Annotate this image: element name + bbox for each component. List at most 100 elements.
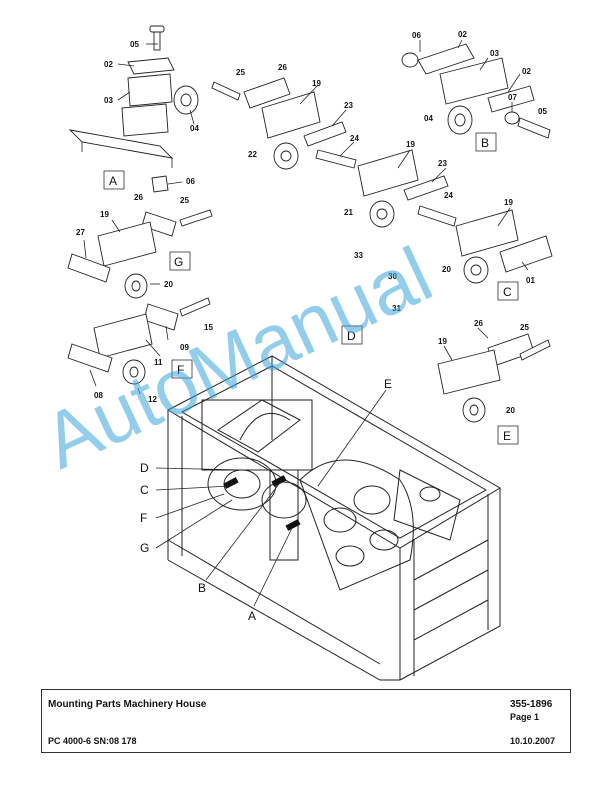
callout-04b: 04: [424, 114, 433, 123]
plate-02c: [487, 85, 535, 113]
plate-23b: [403, 175, 449, 201]
callout-20c: 20: [506, 406, 515, 415]
view-box-f: [171, 359, 193, 379]
group-middle-top: 25 26 19 23 24 22: [211, 63, 359, 170]
group-a: 05 02 03 04 06 A: [68, 25, 199, 193]
plate-08: [67, 343, 113, 373]
callout-11: 11: [154, 358, 163, 367]
callout-03: 03: [104, 96, 113, 105]
bolt-25a: [211, 81, 241, 101]
callout-03b: 03: [490, 49, 499, 58]
group-c: 19 23 24 21 19 20 01 C: [344, 140, 553, 301]
nut-06a: [151, 175, 169, 193]
callout-04: 04: [190, 124, 199, 133]
callout-02c: 02: [522, 67, 531, 76]
exploded-parts-diagram: 05 02 03 04 06 A 06 02 03 02 07 05 04 B: [30, 25, 553, 681]
callout-21: 21: [344, 208, 353, 217]
plate-27: [67, 253, 111, 283]
plate-02: [127, 57, 175, 75]
bolt-25c: [519, 339, 551, 361]
title-block: Mounting Parts Machinery House 355-1896 …: [41, 689, 571, 753]
callout-19b: 19: [406, 140, 415, 149]
clamp-19b: [357, 149, 419, 197]
washer-07: [504, 111, 520, 125]
callout-25b: 25: [180, 196, 189, 205]
bolt-05b: [517, 117, 551, 139]
callout-05: 05: [130, 40, 139, 49]
view-box-d: [341, 325, 363, 345]
nut-06b: [401, 52, 419, 68]
callout-09: 09: [180, 343, 189, 352]
callout-27: 27: [76, 228, 85, 237]
group-e: 26 25 19 20 E: [437, 319, 551, 445]
clamp-half-03-upper: [127, 73, 173, 107]
view-box-c: [497, 281, 519, 301]
clamp-half-03-lower: [121, 103, 169, 137]
revision-date: 10.10.2007: [510, 736, 556, 746]
view-box-g: [169, 251, 191, 271]
view-box-b: [475, 132, 497, 152]
callout-23a: 23: [344, 101, 353, 110]
callout-08: 08: [94, 391, 103, 400]
callout-24b: 24: [444, 191, 453, 200]
leader-label-a: A: [248, 609, 256, 623]
view-label-b: B: [481, 136, 489, 150]
callout-12: 12: [148, 395, 157, 404]
view-box-a: [103, 170, 125, 190]
view-label-g: G: [174, 255, 183, 269]
bolt-24b: [417, 205, 457, 227]
callout-26c: 26: [474, 319, 483, 328]
page-number: Page 1: [510, 712, 540, 722]
callout-24a: 24: [350, 134, 359, 143]
machinery-house-frame: [166, 355, 501, 681]
leader-label-d: D: [140, 461, 149, 475]
callout-06b: 06: [412, 31, 421, 40]
callout-25c: 25: [520, 323, 529, 332]
callout-01: 01: [526, 276, 535, 285]
plate-09: [143, 303, 179, 331]
plate-26a: [243, 77, 291, 109]
callout-26a: 26: [278, 63, 287, 72]
leader-label-e: E: [384, 377, 392, 391]
callout-25a: 25: [236, 68, 245, 77]
plate-23a: [303, 121, 347, 147]
callout-22: 22: [248, 150, 257, 159]
mounting-rail: [68, 129, 174, 159]
clamp-03b: [439, 57, 509, 105]
view-label-f: F: [177, 363, 184, 377]
callout-06: 06: [186, 177, 195, 186]
plate-02b: [417, 43, 475, 75]
view-label-e: E: [503, 429, 511, 443]
view-label-c: C: [503, 285, 512, 299]
drawing-title: Mounting Parts Machinery House: [48, 699, 207, 710]
clamp-11: [93, 313, 153, 359]
clamp-19d: [97, 221, 157, 267]
callout-15: 15: [204, 323, 213, 332]
callout-19c: 19: [504, 198, 513, 207]
view-label-d: D: [347, 329, 356, 343]
document-number: 355-1896: [510, 699, 553, 710]
leader-label-g: G: [140, 541, 149, 555]
plate-26b: [141, 211, 177, 237]
callout-23b: 23: [438, 159, 447, 168]
machine-serial: PC 4000-6 SN:08 178: [48, 736, 137, 746]
leader-label-f: F: [140, 511, 147, 525]
clamp-19c: [455, 209, 519, 257]
callout-30: 30: [388, 272, 397, 281]
leader-label-c: C: [140, 483, 149, 497]
callout-19d: 19: [100, 210, 109, 219]
callout-26b: 26: [134, 193, 143, 202]
group-f: 15 09 11 08 12 F: [67, 297, 213, 404]
clamp-19a: [261, 91, 321, 139]
bolt-15: [179, 297, 211, 317]
callout-33: 33: [354, 251, 363, 260]
callout-20a: 20: [442, 265, 451, 274]
callout-05b: 05: [538, 107, 547, 116]
view-label-a: A: [109, 174, 117, 188]
bolt-05: [153, 29, 161, 51]
group-b: 06 02 03 02 07 05 04 B: [401, 30, 551, 152]
callout-31: 31: [392, 304, 401, 313]
callout-20b: 20: [164, 280, 173, 289]
callout-02: 02: [104, 60, 113, 69]
clamp-19e: [437, 349, 501, 395]
